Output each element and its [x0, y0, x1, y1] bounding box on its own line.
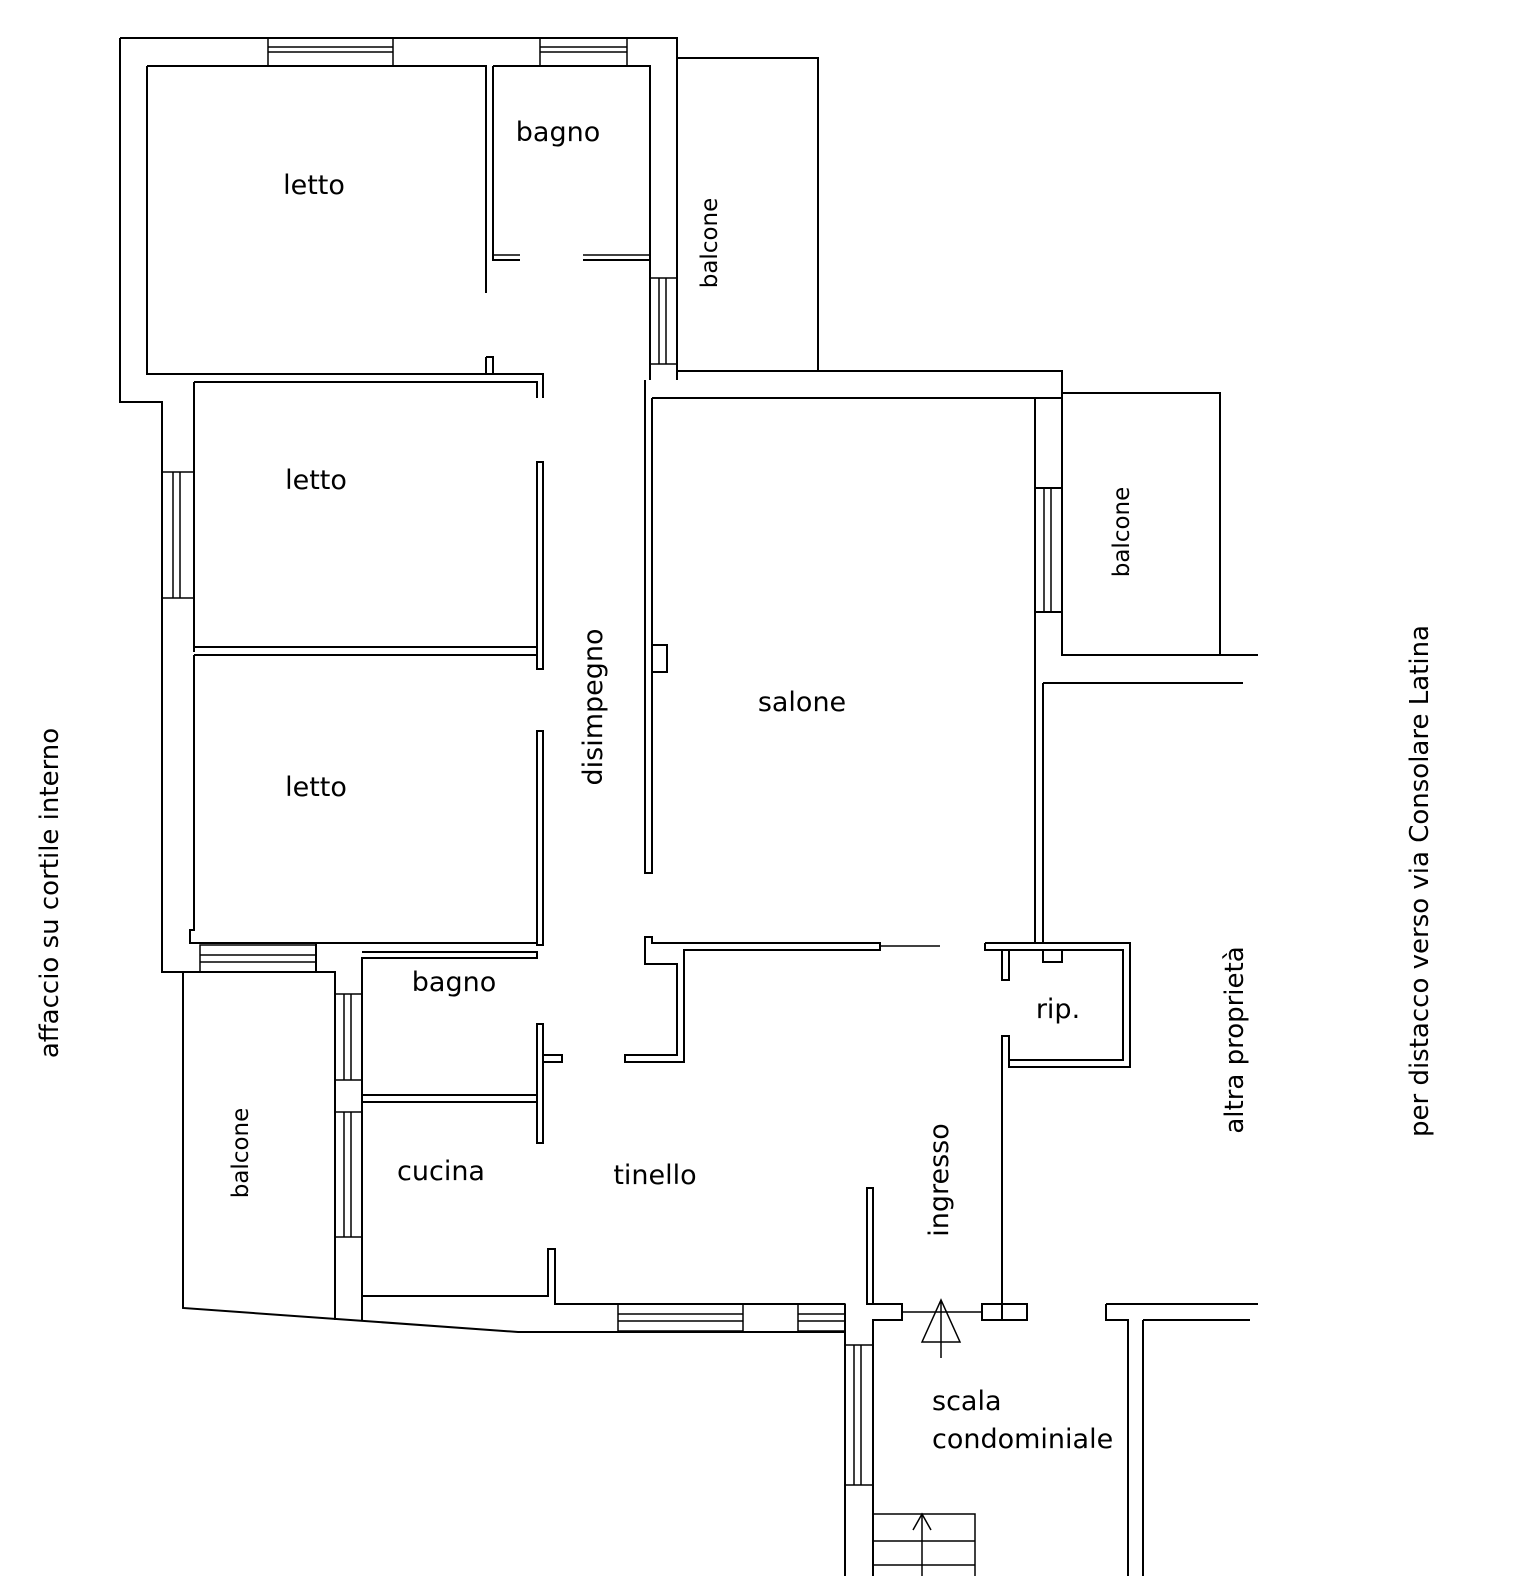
side-annotations: affaccio su cortile interno altra propri… — [35, 625, 1435, 1137]
room-ripostiglio: rip. — [1036, 994, 1080, 1025]
room-balcone-2: balcone — [1109, 487, 1135, 578]
room-disimpegno: disimpegno — [578, 628, 609, 785]
room-balcone-3: balcone — [228, 1108, 254, 1199]
annotation-neighbour: altra proprietà — [1220, 946, 1250, 1133]
room-cucina: cucina — [397, 1156, 485, 1187]
room-letto-1: letto — [283, 170, 345, 201]
room-bagno-1: bagno — [516, 117, 600, 148]
room-letto-2: letto — [285, 465, 347, 496]
room-letto-3: letto — [285, 772, 347, 803]
annotation-right: per distacco verso via Consolare Latina — [1405, 625, 1435, 1137]
room-scala-line1: scala — [932, 1386, 1002, 1417]
room-salone: salone — [758, 687, 846, 718]
room-balcone-1: balcone — [697, 198, 723, 289]
room-scala-line2: condominiale — [932, 1424, 1113, 1455]
room-ingresso: ingresso — [924, 1123, 955, 1237]
room-tinello: tinello — [613, 1160, 696, 1191]
annotation-left: affaccio su cortile interno — [35, 728, 65, 1058]
room-labels: letto bagno letto letto bagno salone cuc… — [228, 117, 1135, 1455]
outer-walls — [119, 37, 1258, 1576]
room-bagno-2: bagno — [412, 967, 496, 998]
